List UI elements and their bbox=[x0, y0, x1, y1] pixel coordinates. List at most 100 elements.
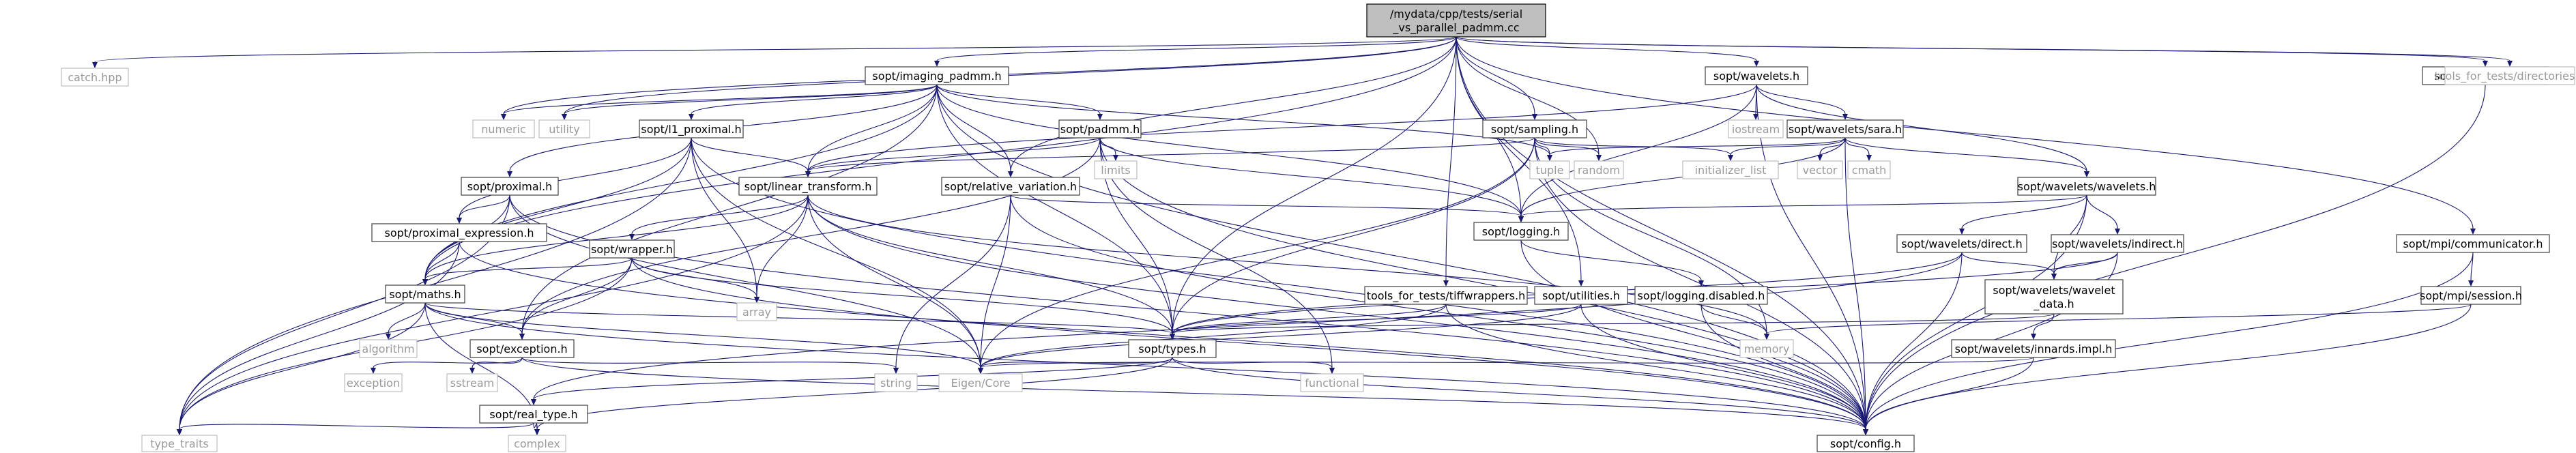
node-logdis[interactable]: sopt/logging.disabled.h bbox=[1634, 286, 1768, 305]
node-direct[interactable]: sopt/wavelets/direct.h bbox=[1896, 234, 2027, 253]
node-box bbox=[1847, 160, 1891, 179]
node-realtype[interactable]: sopt/real_type.h bbox=[479, 405, 588, 424]
node-utilities[interactable]: sopt/utilities.h bbox=[1534, 286, 1628, 305]
node-exception[interactable]: sopt/exception.h bbox=[469, 339, 575, 358]
node-label: sopt/real_type.h bbox=[489, 408, 577, 422]
edge-arrowhead bbox=[422, 279, 428, 285]
node-wavh[interactable]: sopt/wavelets/wavelets.h bbox=[2017, 177, 2156, 196]
edge-sara-to-wavh bbox=[1844, 137, 2089, 177]
node-config[interactable]: sopt/config.h bbox=[1817, 435, 1915, 452]
edge-arrowhead bbox=[893, 368, 899, 374]
node-box bbox=[359, 339, 418, 358]
edge-arrowhead bbox=[371, 368, 376, 374]
edge-line bbox=[459, 137, 692, 218]
node-tiffwrap[interactable]: tools_for_tests/tiffwrappers.h bbox=[1364, 286, 1528, 305]
node-proximal[interactable]: sopt/proximal.h bbox=[461, 177, 559, 196]
edge-proxexpr-to-typetraits bbox=[177, 241, 460, 435]
node-label: tools_for_tests/tiffwrappers.h bbox=[1367, 289, 1526, 303]
node-box bbox=[1473, 222, 1569, 241]
edge-arrowhead bbox=[1097, 114, 1103, 120]
edge-line bbox=[564, 36, 1457, 115]
node-main[interactable]: /mydata/cpp/tests/serial_vs_parallel_pad… bbox=[1366, 3, 1546, 38]
node-label: sopt/mpi/session.h bbox=[2420, 289, 2522, 302]
node-box bbox=[385, 284, 465, 304]
node-box bbox=[2017, 177, 2156, 196]
node-imaging[interactable]: sopt/imaging_padmm.h bbox=[865, 66, 1009, 85]
edge-line bbox=[1172, 304, 1447, 334]
node-box bbox=[938, 373, 1023, 392]
edge-arrowhead bbox=[562, 114, 567, 120]
node-maths[interactable]: sopt/maths.h bbox=[385, 284, 465, 304]
edge-line bbox=[536, 357, 1173, 430]
edge-line bbox=[1456, 36, 1582, 281]
edge-arrowhead bbox=[2115, 229, 2120, 235]
edge-line bbox=[895, 194, 1011, 368]
node-iostream: iostream bbox=[1728, 119, 1784, 138]
edge-imaging-to-padmm bbox=[936, 84, 1103, 120]
node-box bbox=[1634, 286, 1768, 305]
node-logging[interactable]: sopt/logging.h bbox=[1473, 222, 1569, 241]
node-random: random bbox=[1574, 160, 1624, 179]
edge-line bbox=[807, 194, 1173, 334]
edge-sara-to-initlist bbox=[1728, 137, 1846, 161]
node-label: initializer_list bbox=[1695, 164, 1767, 177]
node-label: sopt/logging.h bbox=[1482, 225, 1560, 238]
node-stdexc: exception bbox=[344, 373, 403, 392]
node-initlist: initializer_list bbox=[1682, 160, 1779, 179]
node-lintrans[interactable]: sopt/linear_transform.h bbox=[738, 177, 878, 196]
node-wavelets[interactable]: sopt/wavelets.h bbox=[1705, 66, 1808, 85]
edge-imaging-to-numeric bbox=[501, 84, 938, 120]
edge-line bbox=[807, 84, 1757, 172]
node-wrapper[interactable]: sopt/wrapper.h bbox=[589, 239, 675, 259]
node-innards[interactable]: sopt/wavelets/innards.impl.h bbox=[1951, 339, 2116, 358]
node-box bbox=[344, 373, 403, 392]
node-sampling[interactable]: sopt/sampling.h bbox=[1482, 119, 1587, 138]
node-box bbox=[61, 68, 129, 87]
node-box bbox=[1705, 66, 1808, 85]
node-indirect[interactable]: sopt/wavelets/indirect.h bbox=[2051, 234, 2184, 253]
edge-line bbox=[1456, 36, 2474, 229]
node-label: sopt/l1_proximal.h bbox=[641, 123, 741, 136]
node-eigen: Eigen/Core bbox=[938, 373, 1023, 392]
edge-line bbox=[1456, 36, 1757, 61]
edge-line bbox=[1010, 194, 1522, 217]
node-mpicomm[interactable]: sopt/mpi/communicator.h bbox=[2396, 234, 2550, 253]
edge-line bbox=[533, 422, 538, 430]
edge-main-to-imaging bbox=[934, 36, 1457, 67]
node-wavdata[interactable]: sopt/wavelets/wavelet_data.h bbox=[1984, 279, 2124, 315]
node-box bbox=[738, 177, 878, 196]
edge-exception-to-stdexc bbox=[371, 357, 523, 374]
node-label: functional bbox=[1305, 377, 1359, 390]
edge-lintrans-to-eigen bbox=[807, 194, 983, 374]
node-label: sopt/padmm.h bbox=[1060, 123, 1140, 136]
edge-arrowhead bbox=[689, 114, 694, 120]
edge-line bbox=[1534, 137, 1731, 156]
node-box bbox=[1739, 339, 1794, 358]
edge-line bbox=[807, 137, 1535, 172]
node-l1prox[interactable]: sopt/l1_proximal.h bbox=[639, 119, 744, 138]
edge-exception-to-string bbox=[521, 357, 899, 374]
node-proxexpr[interactable]: sopt/proximal_expression.h bbox=[371, 223, 547, 242]
edge-arrowhead bbox=[501, 114, 506, 120]
edge-main-to-catch bbox=[92, 36, 1457, 68]
edge-line bbox=[1865, 252, 1963, 430]
edge-realtype-to-typetraits bbox=[177, 422, 534, 435]
node-box bbox=[1951, 339, 2116, 358]
node-box bbox=[736, 302, 777, 321]
node-types[interactable]: sopt/types.h bbox=[1128, 339, 1217, 358]
node-label: string bbox=[880, 377, 912, 390]
node-numeric: numeric bbox=[472, 119, 535, 138]
node-session[interactable]: sopt/mpi/session.h bbox=[2420, 286, 2522, 305]
node-padmm[interactable]: sopt/padmm.h bbox=[1058, 119, 1142, 138]
node-relvar[interactable]: sopt/relative_variation.h bbox=[941, 177, 1080, 196]
edge-main-to-random bbox=[1456, 36, 1602, 161]
edge-line bbox=[1456, 36, 1866, 430]
node-box bbox=[1574, 160, 1624, 179]
node-typetraits: type_traits bbox=[141, 435, 218, 452]
node-label: sopt/exception.h bbox=[476, 342, 567, 355]
edge-line bbox=[1865, 357, 2034, 430]
edge-line bbox=[980, 304, 1582, 368]
edge-line bbox=[424, 302, 523, 334]
node-sara[interactable]: sopt/wavelets/sara.h bbox=[1786, 119, 1904, 138]
edge-line bbox=[1520, 194, 2087, 217]
